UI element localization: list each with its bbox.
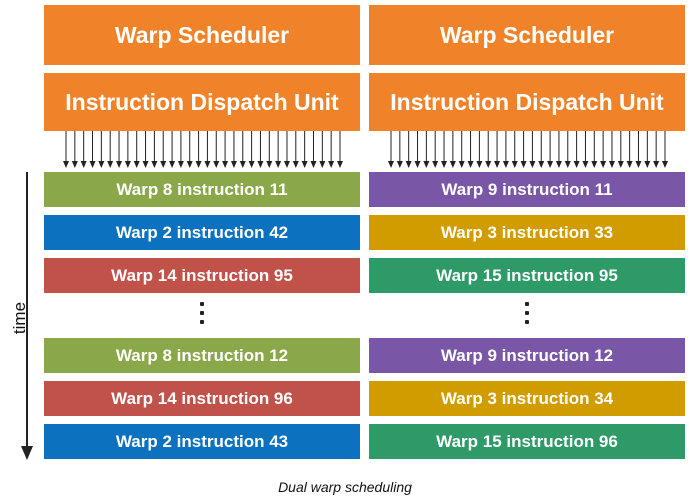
time-axis-arrow xyxy=(21,172,33,460)
dispatch-arrow-head xyxy=(538,161,545,168)
dispatch-arrow-head xyxy=(600,161,607,168)
dispatch-arrow-head xyxy=(458,161,465,168)
dispatch-arrow-head xyxy=(396,161,403,168)
right-warp-scheduler: Warp Scheduler xyxy=(369,5,685,65)
left-dispatch-arrows xyxy=(63,131,343,168)
dispatch-arrow-head xyxy=(591,161,598,168)
dispatch-arrow-head xyxy=(467,161,474,168)
dispatch-arrow-head xyxy=(511,161,518,168)
right-slot-2: Warp 3 instruction 33 xyxy=(369,215,685,250)
dispatch-arrow-head xyxy=(133,161,140,168)
dispatch-arrow-head xyxy=(547,161,554,168)
dispatch-arrow-head xyxy=(222,161,229,168)
dispatch-arrow-head xyxy=(204,161,211,168)
left-ellipsis xyxy=(197,302,207,324)
left-slot-4: Warp 8 instruction 12 xyxy=(44,338,360,373)
right-dispatch-arrows xyxy=(388,131,668,168)
dispatch-arrow-head xyxy=(617,161,624,168)
dispatch-arrow-head xyxy=(116,161,123,168)
dispatch-arrow-head xyxy=(423,161,430,168)
dispatch-arrow-head xyxy=(177,161,184,168)
dispatch-arrow-head xyxy=(494,161,501,168)
dispatch-arrow-head xyxy=(275,161,282,168)
dispatch-arrow-head xyxy=(80,161,87,168)
dispatch-arrow-head xyxy=(653,161,660,168)
dispatch-arrow-head xyxy=(644,161,651,168)
dispatch-arrow-head xyxy=(485,161,492,168)
figure-caption: Dual warp scheduling xyxy=(278,479,412,495)
right-ellipsis xyxy=(522,302,532,324)
right-slot-5: Warp 3 instruction 34 xyxy=(369,381,685,416)
dispatch-arrow-head xyxy=(98,161,105,168)
dispatch-arrow-head xyxy=(124,161,131,168)
dispatch-arrow-head xyxy=(266,161,273,168)
dispatch-arrow-head xyxy=(169,161,176,168)
dispatch-arrow-head xyxy=(388,161,394,168)
dispatch-arrow-head xyxy=(257,161,264,168)
dispatch-arrow-head xyxy=(626,161,633,168)
dispatch-arrow-head xyxy=(449,161,456,168)
time-axis-label: time xyxy=(10,301,29,335)
dispatch-arrow-head xyxy=(520,161,527,168)
left-slot-1: Warp 8 instruction 11 xyxy=(44,172,360,207)
dispatch-arrow-head xyxy=(405,161,412,168)
left-slot-2: Warp 2 instruction 42 xyxy=(44,215,360,250)
dispatch-arrow-head xyxy=(555,161,562,168)
left-warp-scheduler: Warp Scheduler xyxy=(44,5,360,65)
dispatch-arrow-head xyxy=(573,161,580,168)
right-slot-1: Warp 9 instruction 11 xyxy=(369,172,685,207)
dispatch-arrow-head xyxy=(195,161,202,168)
dispatch-arrow-head xyxy=(635,161,642,168)
dispatch-arrow-head xyxy=(283,161,290,168)
dispatch-arrow-head xyxy=(582,161,589,168)
dispatch-arrow-head xyxy=(71,161,78,168)
dispatch-arrow-head xyxy=(310,161,317,168)
right-slot-3: Warp 15 instruction 95 xyxy=(369,258,685,293)
right-slot-4: Warp 9 instruction 12 xyxy=(369,338,685,373)
right-slot-6: Warp 15 instruction 96 xyxy=(369,424,685,459)
dispatch-arrow-head xyxy=(186,161,193,168)
dispatch-arrow-head xyxy=(564,161,571,168)
dispatch-arrow-head xyxy=(230,161,237,168)
dispatch-arrow-head xyxy=(301,161,308,168)
dispatch-arrow-head xyxy=(89,161,96,168)
dispatch-arrow-head xyxy=(63,161,69,168)
dispatch-arrow-head xyxy=(476,161,483,168)
left-slot-3: Warp 14 instruction 95 xyxy=(44,258,360,293)
left-slot-6: Warp 2 instruction 43 xyxy=(44,424,360,459)
dispatch-arrow-head xyxy=(319,161,326,168)
dispatch-arrow-head xyxy=(239,161,246,168)
dispatch-arrow-head xyxy=(160,161,167,168)
dispatch-arrow-head xyxy=(142,161,149,168)
dispatch-arrow-head xyxy=(608,161,615,168)
dispatch-arrow-head xyxy=(432,161,439,168)
dispatch-arrow-head xyxy=(337,161,343,168)
dispatch-arrow-head xyxy=(414,161,421,168)
left-slot-5: Warp 14 instruction 96 xyxy=(44,381,360,416)
dispatch-arrow-head xyxy=(107,161,114,168)
dispatch-arrow-head xyxy=(441,161,448,168)
right-instruction-dispatch-unit: Instruction Dispatch Unit xyxy=(369,73,685,131)
dispatch-arrow-head xyxy=(662,161,668,168)
dispatch-arrow-head xyxy=(529,161,536,168)
dispatch-arrow-head xyxy=(292,161,299,168)
dispatch-arrow-head xyxy=(328,161,335,168)
dispatch-arrow-head xyxy=(502,161,509,168)
dispatch-arrow-head xyxy=(151,161,158,168)
dispatch-arrow-head xyxy=(248,161,255,168)
left-instruction-dispatch-unit: Instruction Dispatch Unit xyxy=(44,73,360,131)
dispatch-arrow-head xyxy=(213,161,220,168)
